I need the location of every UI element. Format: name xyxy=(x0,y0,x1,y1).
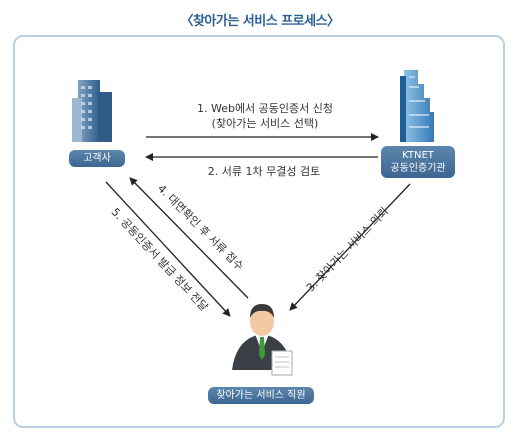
arrow-step-5 xyxy=(105,181,231,317)
ktnet-node: KTNET 공동인증기관 xyxy=(381,146,455,178)
diagram-frame xyxy=(13,35,505,428)
customer-node-label: 고객사 xyxy=(83,153,111,164)
ktnet-node-label-line1: KTNET xyxy=(402,150,434,161)
service-staff-node-label: 찾아가는 서비스 직원 xyxy=(216,390,306,401)
customer-building-icon xyxy=(72,80,112,142)
step-1-label-line1: 1. Web에서 공동인증서 신청 xyxy=(196,102,334,115)
step-2-label: 2. 서류 1차 무결성 검토 xyxy=(207,165,321,178)
ktnet-node-label-line2: 공동인증기관 xyxy=(390,163,446,174)
service-staff-node: 찾아가는 서비스 직원 xyxy=(208,387,314,404)
customer-node: 고객사 xyxy=(69,150,125,167)
diagram-title: 〈찾아가는 서비스 프로세스〉 xyxy=(180,14,340,29)
service-staff-person-icon xyxy=(232,304,293,376)
step-3-label: 3. 찾아가는 서비스 의뢰 xyxy=(304,205,391,295)
step-1-label-line2: (찾아가는 서비스 선택) xyxy=(211,117,319,130)
arrow-step-3 xyxy=(289,183,411,311)
ktnet-building-icon xyxy=(400,70,434,142)
arrow-step-4 xyxy=(129,177,249,299)
